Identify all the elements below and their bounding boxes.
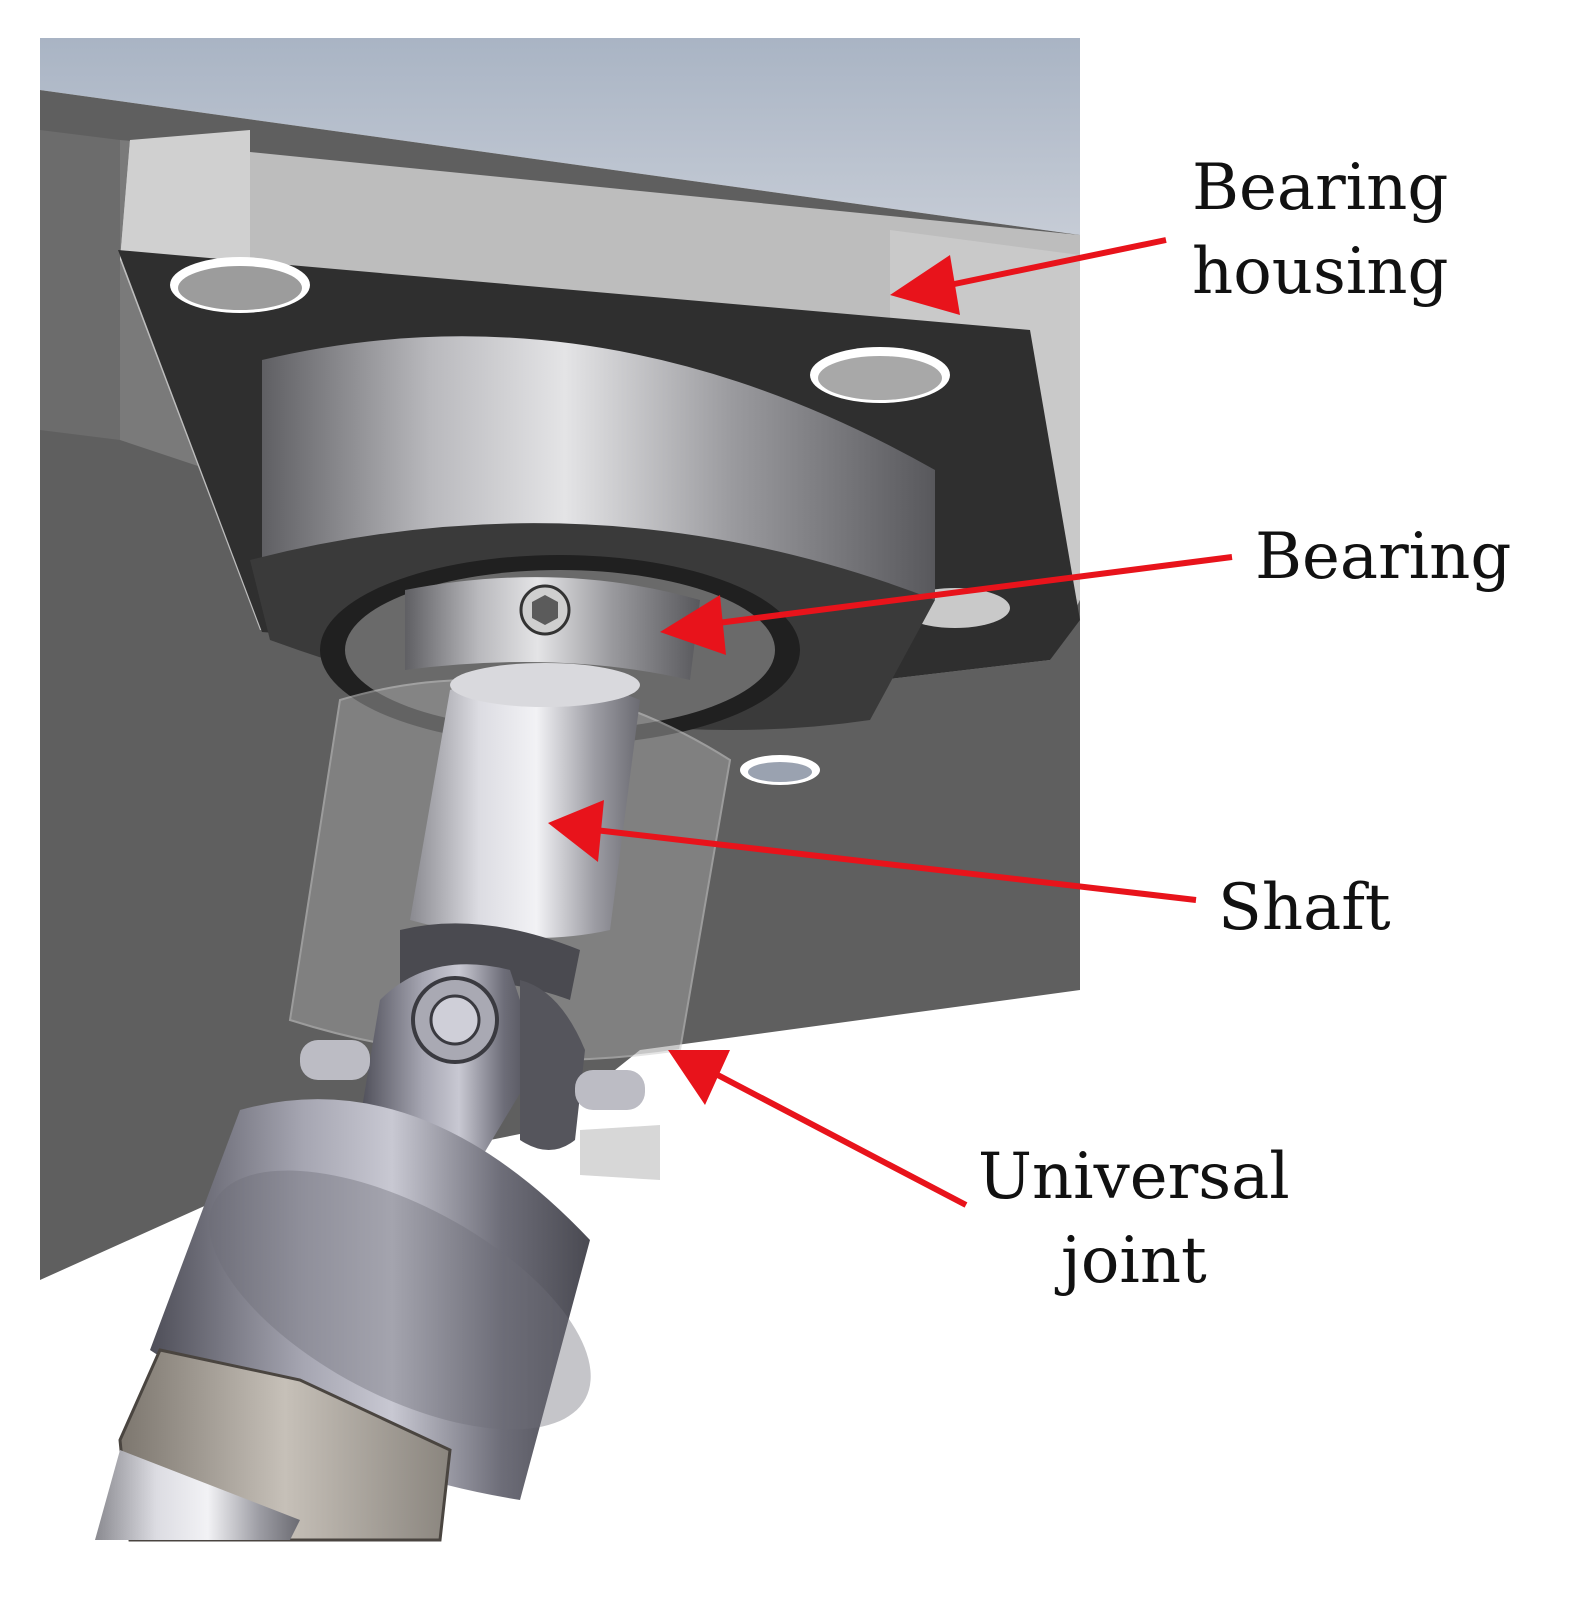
- arrow-bearing-housing: [890, 237, 1167, 315]
- callout-arrows: [548, 237, 1233, 1208]
- label-shaft: Shaft: [1218, 871, 1391, 945]
- label-bearing-housing: Bearing housing: [1192, 146, 1448, 314]
- label-universal-joint-line2: joint: [1060, 1224, 1207, 1298]
- label-universal-joint: Universal joint: [978, 1135, 1290, 1303]
- label-bearing: Bearing: [1255, 520, 1512, 594]
- arrow-universal-joint: [668, 1050, 968, 1208]
- arrow-bearing: [660, 554, 1233, 655]
- label-universal-joint-line1: Universal: [978, 1140, 1290, 1214]
- shaft-shape: [410, 663, 640, 938]
- universal-joint-shape: [95, 923, 660, 1542]
- arrow-shaft: [548, 800, 1197, 903]
- label-bearing-housing-line2: housing: [1192, 235, 1449, 309]
- bearing-collar-shape: [405, 577, 700, 680]
- label-bearing-housing-line1: Bearing: [1192, 151, 1449, 225]
